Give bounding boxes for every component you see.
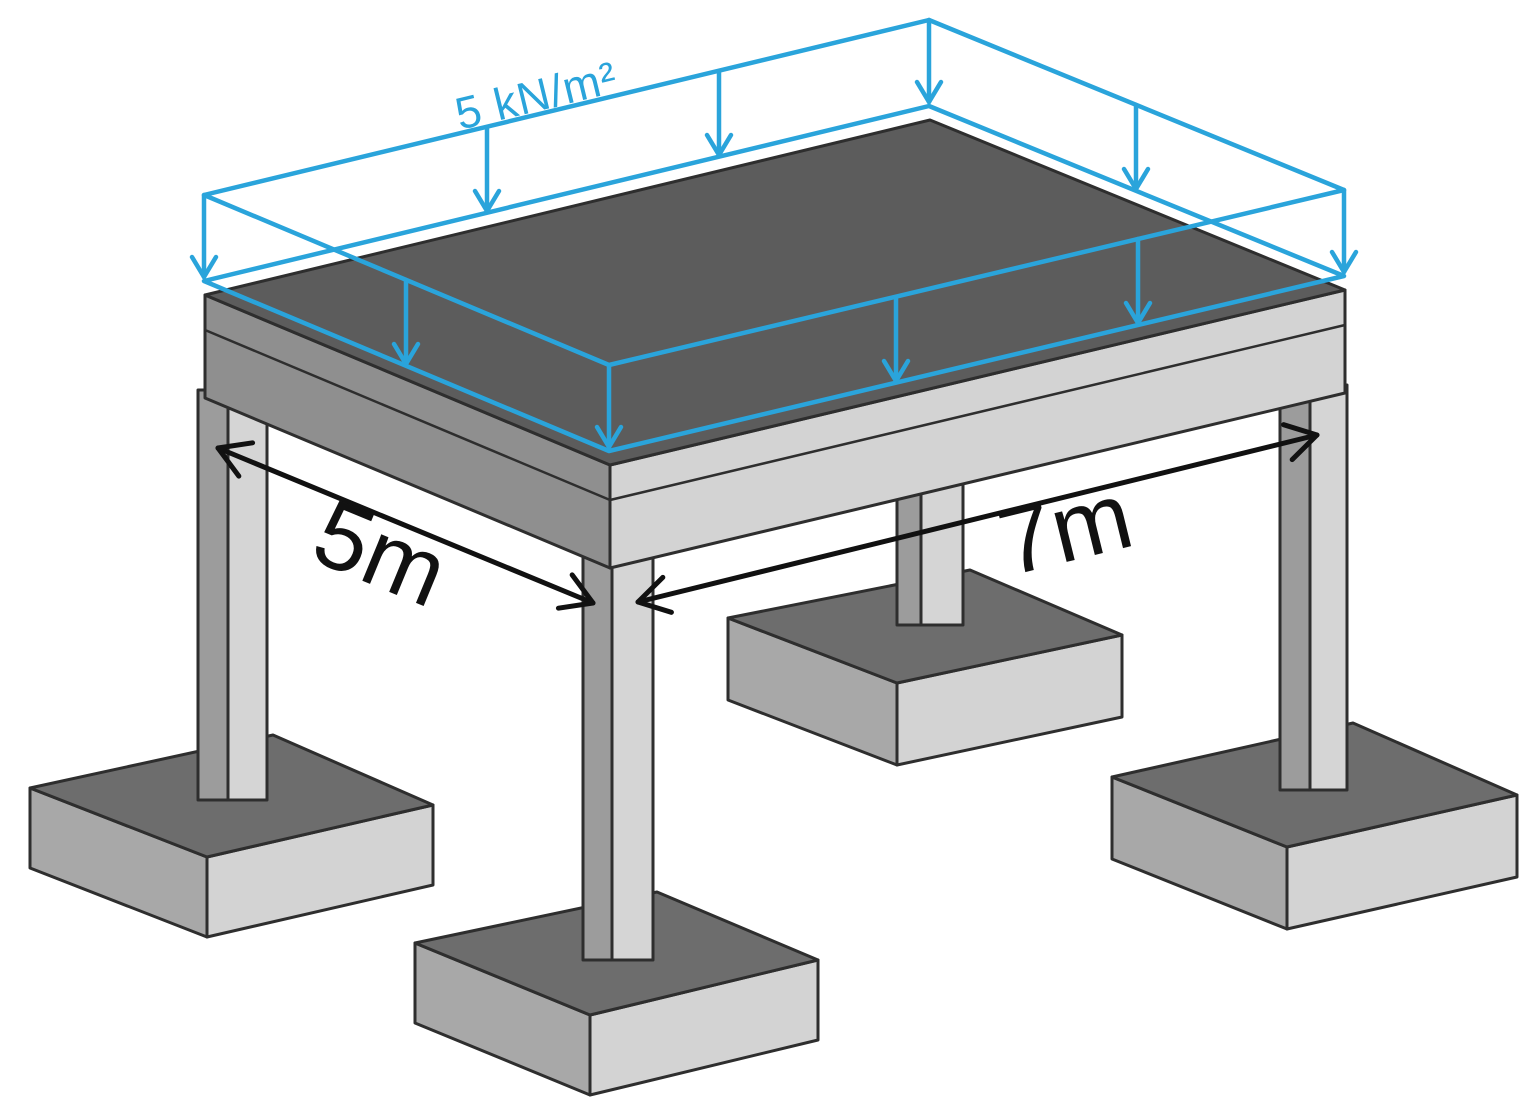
- column-back: [895, 476, 965, 627]
- column-lit-face: [226, 388, 269, 802]
- column-shaded-face: [1278, 383, 1312, 792]
- pad-footing-front: [413, 890, 820, 1097]
- column-shaded-face: [581, 548, 614, 962]
- dimension-7m-label: 7m: [989, 462, 1142, 596]
- load-box-bottom-outline: [201, 103, 1347, 454]
- column-lit-face: [610, 548, 655, 962]
- dimension-5m-arrow: [215, 440, 596, 611]
- dimension-7m-arrow: [635, 422, 1320, 615]
- column-lit-face: [1308, 383, 1349, 792]
- dimension-5m-label: 5m: [299, 479, 461, 627]
- column-right: [1278, 383, 1349, 792]
- load-intensity-label: 5 kN/m²: [450, 51, 622, 139]
- slab-top-face: [203, 118, 1347, 467]
- column-lit-face: [919, 476, 965, 627]
- column-front: [581, 548, 655, 962]
